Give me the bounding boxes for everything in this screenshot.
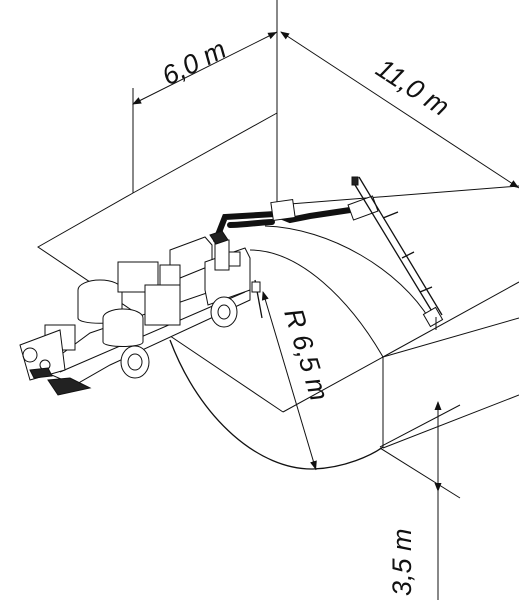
- height-label: 3,5 m: [387, 528, 417, 596]
- height-dimension: 3,5 m: [379, 401, 461, 600]
- width-dimension: 6,0 m: [132, 31, 278, 105]
- length-dimension: 11,0 m: [280, 31, 519, 189]
- radius-dimension: R 6,5 m: [261, 291, 335, 471]
- radius-label: R 6,5 m: [278, 305, 334, 404]
- length-label: 11,0 m: [371, 53, 455, 122]
- width-label: 6,0 m: [157, 34, 231, 91]
- front-wheel: [120, 345, 150, 379]
- rear-wheel: [210, 296, 238, 328]
- tunnel-outline: [37, 0, 519, 470]
- spray-boom: [213, 176, 444, 330]
- carrier-vehicle: [19, 230, 263, 396]
